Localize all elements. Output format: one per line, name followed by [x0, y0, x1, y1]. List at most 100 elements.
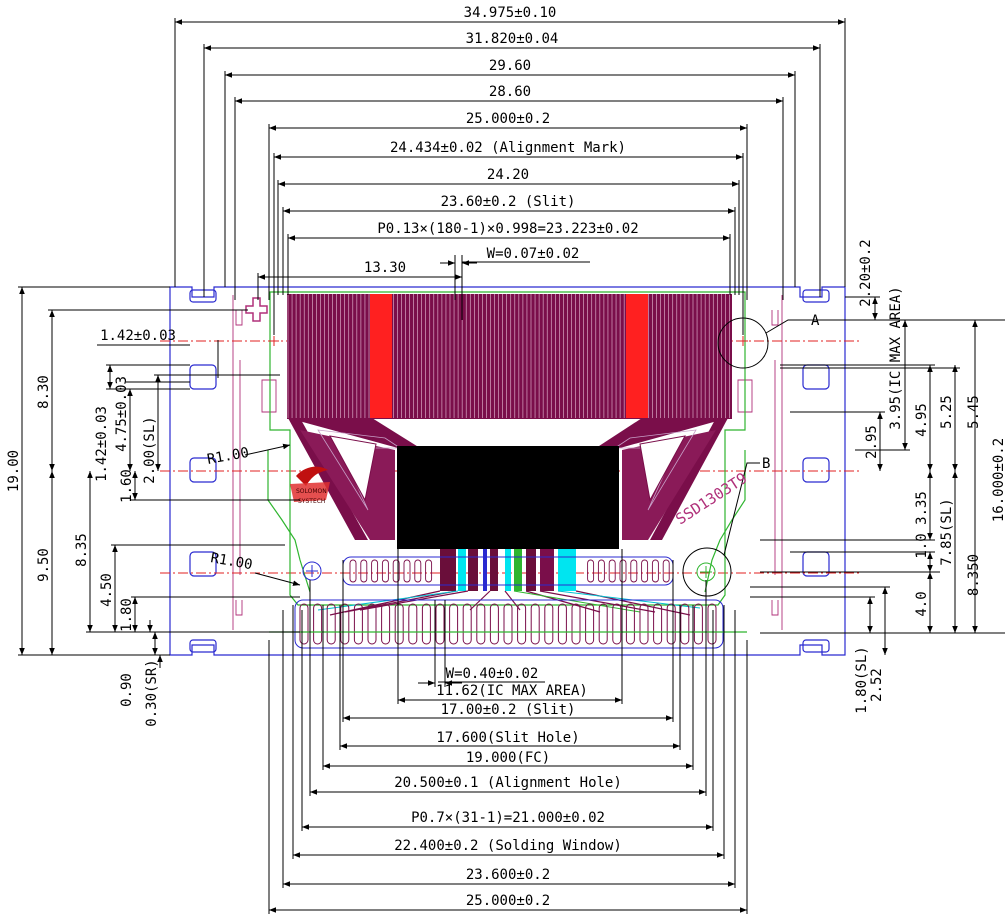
dim-1-80: 1.80: [119, 598, 135, 632]
slit-pad: [425, 559, 433, 583]
output-pad: [503, 603, 513, 645]
dim-ic-max-area: 11.62(IC MAX AREA): [436, 683, 588, 699]
output-pad: [299, 603, 309, 645]
dim-1-42-horizontal: 1.42±0.03: [100, 328, 176, 344]
dim-23-600: 23.600±0.2: [466, 867, 550, 883]
slit-pad: [587, 559, 595, 583]
dim-13-30: 13.30: [364, 260, 406, 276]
outer-lead-band: [287, 294, 732, 419]
dim-alignment-mark: 24.434±0.02 (Alignment Mark): [390, 140, 626, 156]
output-pad: [517, 603, 527, 645]
dim-ic-max-height: 3.95(IC MAX AREA): [888, 286, 904, 429]
output-pad: [639, 603, 649, 645]
slit-pad: [630, 559, 638, 583]
dim-1-0: 1.0: [914, 533, 930, 558]
dim-8-30: 8.30: [36, 375, 52, 409]
output-pad: [435, 603, 445, 645]
solder-window: [267, 291, 746, 606]
dim-alignment-hole: 20.500±0.1 (Alignment Hole): [394, 775, 622, 791]
slit-pad: [651, 559, 659, 583]
callout-a: [717, 317, 1005, 369]
ic-body: [397, 446, 619, 549]
dim-2-95: 2.95: [864, 425, 880, 459]
svg-text:SYSTECH: SYSTECH: [298, 498, 325, 505]
dim-slit-hole: 17.600(Slit Hole): [436, 730, 579, 746]
output-pad: [340, 603, 350, 645]
highlight-lead-group: [626, 294, 648, 418]
output-pad: [462, 603, 472, 645]
dim-9-50: 9.50: [36, 548, 52, 582]
alignment-hole-left-icon: [302, 561, 322, 581]
slit-pad: [349, 559, 357, 583]
output-pad: [585, 603, 595, 645]
dim-28-60: 28.60: [489, 84, 531, 100]
bottom-dimension-lines: [268, 549, 748, 914]
dim-0-90: 0.90: [119, 673, 135, 707]
slit-pad: [414, 559, 422, 583]
output-pad: [489, 603, 499, 645]
dim-bottom-slit: 17.00±0.2 (Slit): [441, 702, 576, 718]
dim-1-80-sl: 1.80(SL): [854, 646, 870, 713]
dim-lead-width: W=0.07±0.02: [487, 246, 580, 262]
outer-leads: [287, 294, 732, 419]
radius-label-1: R1.00: [206, 445, 250, 468]
input-lead-bundle: [317, 549, 701, 616]
output-pad: [571, 603, 581, 645]
output-pad: [680, 603, 690, 645]
package-outline: [232, 295, 783, 630]
dim-4-0: 4.0: [914, 591, 930, 616]
dim-16-000: 16.000±0.2: [991, 438, 1005, 522]
dim-5-45: 5.45: [966, 395, 982, 429]
output-pad: [625, 603, 635, 645]
slit-pad: [619, 559, 627, 583]
dim-25-000: 25.000±0.2: [466, 111, 550, 127]
dim-2-52: 2.52: [869, 668, 885, 702]
dim-4-75: 4.75±0.03: [114, 376, 130, 452]
dim-5-25: 5.25: [939, 395, 955, 429]
slit-pad: [608, 559, 616, 583]
alignment-cross-right-icon: [738, 336, 748, 346]
callout-b: [682, 462, 760, 597]
dim-overall-height: 19.00: [6, 450, 22, 492]
output-pad: [666, 603, 676, 645]
slit-pad: [597, 559, 605, 583]
radius-leader-1: [244, 443, 291, 456]
dim-pad-pitch: P0.7×(31-1)=21.000±0.02: [411, 810, 605, 826]
dim-24-20: 24.20: [487, 167, 529, 183]
output-pad: [476, 603, 486, 645]
output-pads: [269, 599, 747, 649]
slit-pad: [371, 559, 379, 583]
callout-a-label: A: [811, 313, 820, 329]
dim-slit: 23.60±0.2 (Slit): [441, 194, 576, 210]
dim-1-60: 1.60: [119, 469, 135, 503]
output-pad: [313, 603, 323, 645]
dim-2-20: 2.20±0.2: [858, 239, 874, 306]
slit-pad: [662, 559, 670, 583]
radius-label-2: R1.00: [209, 550, 253, 573]
slit-pad: [392, 559, 400, 583]
output-pad: [557, 603, 567, 645]
dim-2-00-sl: 2.00(SL): [142, 416, 158, 483]
slit-pad: [360, 559, 368, 583]
output-pad: [326, 603, 336, 645]
output-pad: [381, 603, 391, 645]
dim-8-35: 8.35: [74, 533, 90, 567]
output-pad-frame: [294, 599, 724, 649]
output-pad: [653, 603, 663, 645]
alignment-hole-right-icon: [696, 562, 716, 582]
dim-0-30-sr: 0.30(SR): [144, 659, 160, 726]
output-pad: [707, 603, 717, 645]
output-pad: [449, 603, 459, 645]
output-pad: [408, 603, 418, 645]
output-pad: [530, 603, 540, 645]
dim-7-85-sl: 7.85(SL): [939, 498, 955, 565]
alignment-mark-left-icon: [245, 297, 268, 322]
dim-sprocket-pitch-width: 31.820±0.04: [466, 31, 559, 47]
output-pad: [598, 603, 608, 645]
radius-leader-2: [254, 572, 301, 586]
callout-b-label: B: [762, 456, 770, 472]
output-pad: [353, 603, 363, 645]
slit-pad: [641, 559, 649, 583]
svg-text:SOLOMON: SOLOMON: [296, 488, 327, 495]
dim-lead-pitch: P0.13×(180-1)×0.998=23.223±0.02: [377, 221, 638, 237]
